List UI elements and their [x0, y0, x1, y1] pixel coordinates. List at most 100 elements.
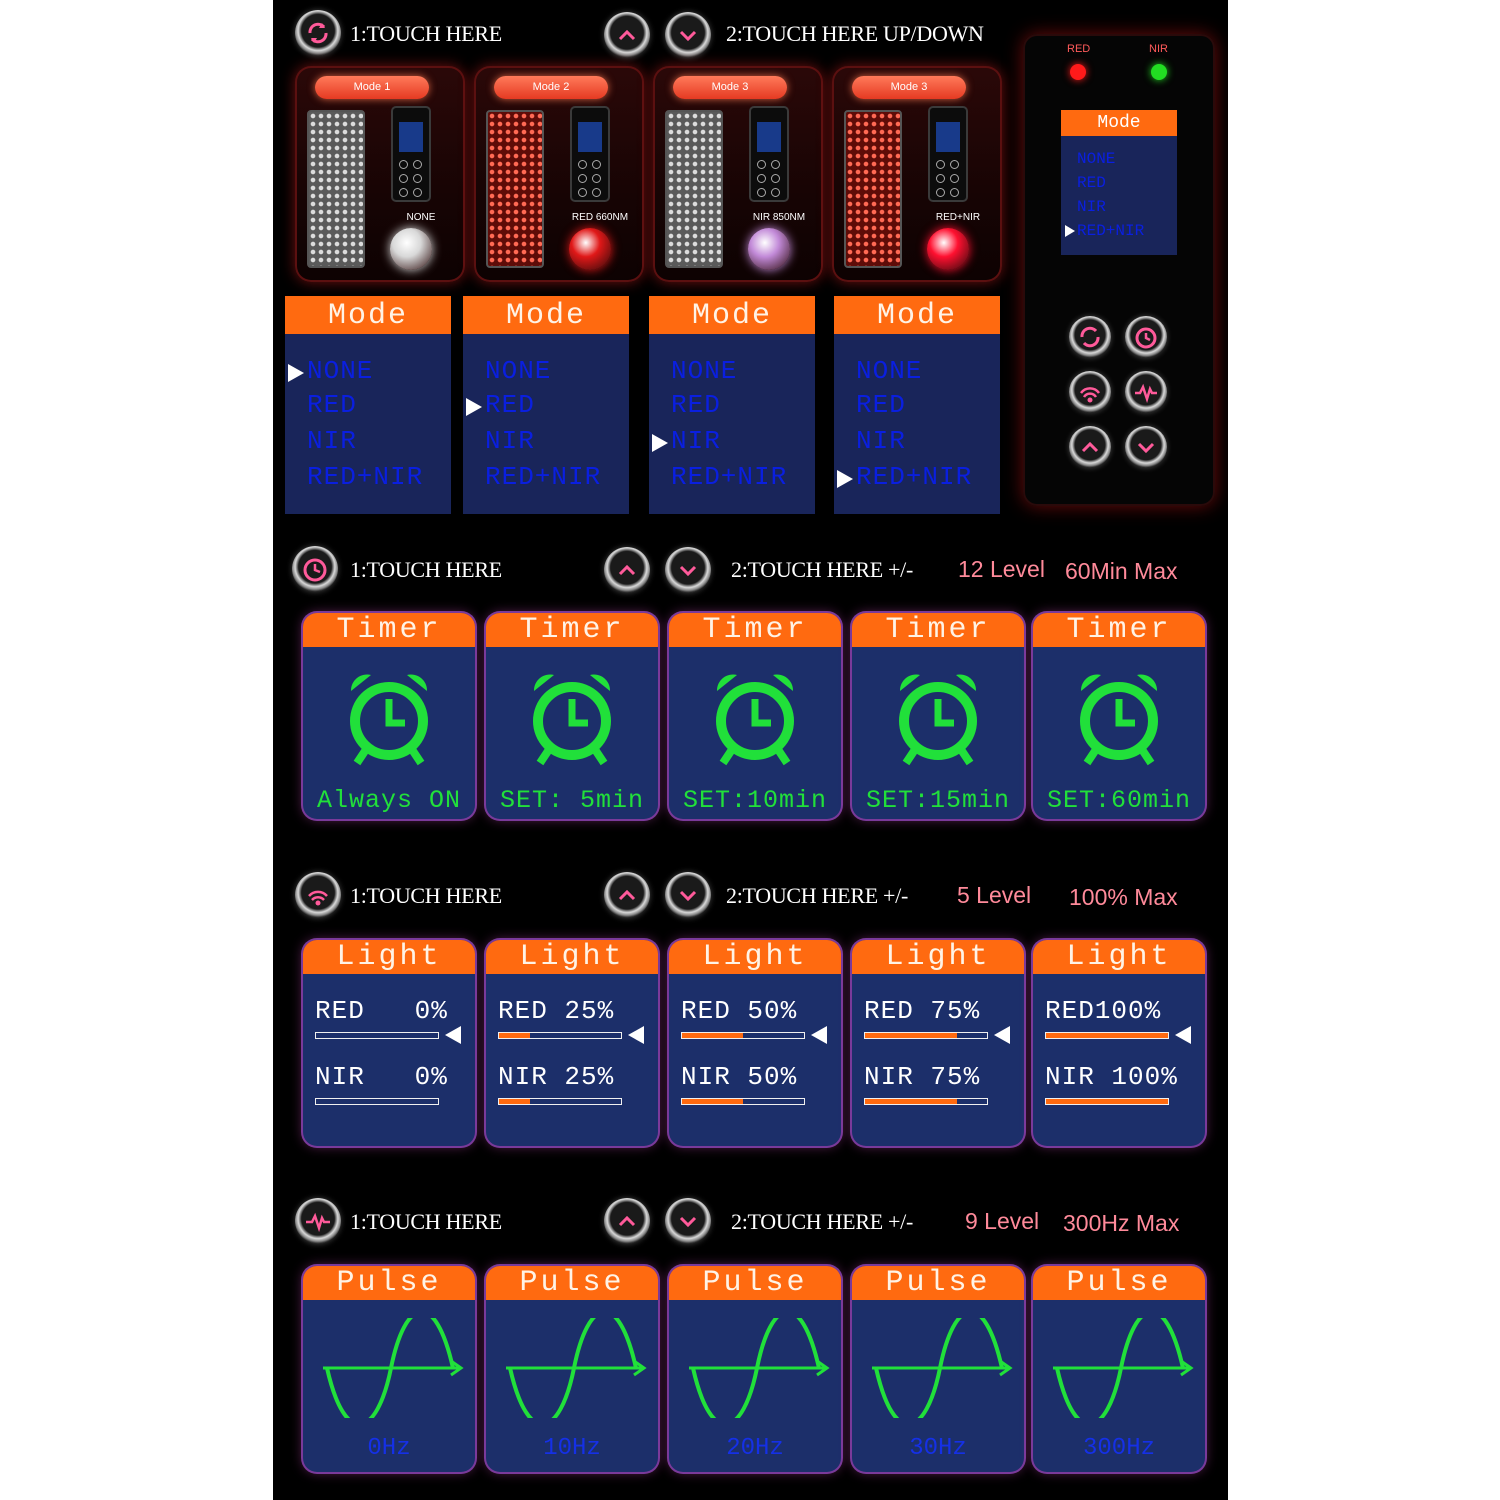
remote-light-button[interactable]	[1069, 371, 1111, 413]
red-indicator-label: RED	[1067, 43, 1091, 55]
sine-wave-icon	[1053, 1318, 1194, 1418]
mode-cycle-icon	[308, 22, 328, 44]
mode-wavelength-label: RED+NIR	[935, 212, 981, 223]
remote-pulse-button[interactable]	[1125, 371, 1167, 413]
selection-arrow-icon	[445, 1026, 461, 1044]
timer-step1-text: 1:TOUCH HERE	[350, 557, 502, 582]
timer-value: SET: 5min	[499, 786, 645, 815]
controller-image	[570, 106, 610, 202]
pulse-wave-icon	[306, 1212, 330, 1233]
remote-up-button[interactable]	[1069, 426, 1111, 468]
timer-button[interactable]	[292, 546, 338, 592]
chevron-down-icon	[679, 565, 697, 577]
timer-value: SET:60min	[1046, 786, 1192, 815]
controller-key	[936, 160, 945, 169]
red-level-fill	[1046, 1033, 1168, 1038]
selection-arrow-icon	[994, 1026, 1010, 1044]
mode-menu-item: RED	[856, 390, 906, 420]
pulse-up-button[interactable]	[604, 1198, 650, 1244]
screen-title: Timer	[669, 613, 841, 647]
alarm-clock-icon	[533, 674, 611, 766]
mode-screen-title: Mode	[285, 296, 451, 334]
screen-title: Pulse	[1033, 1266, 1205, 1300]
down-icon	[1137, 442, 1155, 454]
selection-arrow-icon	[811, 1026, 827, 1044]
controller-image	[749, 106, 789, 202]
light-up-button[interactable]	[604, 872, 650, 918]
mode-menu-item: RED+NIR	[856, 462, 973, 492]
up-icon	[1081, 441, 1099, 453]
pulse-max-text: 300Hz Max	[1063, 1210, 1180, 1236]
mode-wavelength-label: RED 660NM	[571, 212, 629, 223]
remote-timer-button[interactable]	[1125, 316, 1167, 358]
selection-arrow-icon	[1065, 225, 1075, 237]
nir-level-text: NIR 0%	[315, 1062, 448, 1092]
remote-mode-button[interactable]	[1069, 316, 1111, 358]
mode-pill: Mode 2	[494, 76, 608, 99]
red-level-text: RED 0%	[315, 996, 448, 1026]
pulse-frequency-value: 10Hz	[543, 1435, 601, 1462]
screen-title: Light	[669, 940, 841, 974]
controller-image	[928, 106, 968, 202]
mode-down-button[interactable]	[665, 12, 711, 58]
mode-button[interactable]	[295, 10, 341, 56]
clock-icon	[303, 558, 327, 582]
sine-wave-icon	[872, 1318, 1013, 1418]
mode-up-button[interactable]	[604, 12, 650, 58]
light-button[interactable]	[295, 872, 341, 918]
chevron-up-icon	[618, 29, 636, 41]
controller-key	[757, 174, 766, 183]
controller-key	[413, 174, 422, 183]
controller-key	[413, 188, 422, 197]
pulse-button[interactable]	[295, 1198, 341, 1244]
nir-level-text: NIR 100%	[1045, 1062, 1178, 1092]
timer-up-button[interactable]	[604, 547, 650, 593]
selection-arrow-icon	[1175, 1026, 1191, 1044]
nir-level-text: NIR 25%	[498, 1062, 615, 1092]
screen-title: Pulse	[852, 1266, 1024, 1300]
remote-menu-item: RED+NIR	[1077, 222, 1145, 240]
timer-down-button[interactable]	[665, 547, 711, 593]
pulse-icon	[1135, 383, 1157, 404]
controller-key	[771, 174, 780, 183]
pulse-frequency-value: 30Hz	[909, 1435, 967, 1462]
pulse-down-button[interactable]	[665, 1198, 711, 1244]
mode-menu-item: NONE	[671, 356, 738, 386]
light-levels-text: 5 Level	[957, 882, 1032, 908]
mode-step2-text: 2:TOUCH HERE UP/DOWN	[726, 21, 984, 46]
mode-menu-item: RED+NIR	[485, 462, 602, 492]
controller-key	[578, 160, 587, 169]
selection-arrow-icon	[288, 364, 304, 382]
chevron-up-icon	[618, 1215, 636, 1227]
mode-wavelength-label: NONE	[406, 212, 436, 223]
controller-key	[950, 188, 959, 197]
remote-menu-item: RED	[1077, 174, 1106, 192]
pulse-step1-text: 1:TOUCH HERE	[350, 1209, 502, 1234]
light-down-button[interactable]	[665, 872, 711, 918]
alarm-clock-icon	[899, 674, 977, 766]
alarm-clock-icon	[716, 674, 794, 766]
timer-step2-text: 2:TOUCH HERE +/-	[731, 557, 913, 582]
chevron-down-icon	[679, 30, 697, 42]
screen-title: Timer	[303, 613, 475, 647]
controller-screen	[757, 122, 781, 152]
nir-level-bar	[864, 1098, 988, 1105]
sine-wave-icon	[689, 1318, 830, 1418]
controller-key	[578, 174, 587, 183]
remote-down-button[interactable]	[1125, 426, 1167, 468]
red-level-bar	[498, 1032, 622, 1039]
selection-arrow-icon	[652, 434, 668, 452]
led-panel-image	[486, 110, 544, 268]
nir-level-text: NIR 50%	[681, 1062, 798, 1092]
screen-title: Timer	[1033, 613, 1205, 647]
chevron-down-icon	[679, 1216, 697, 1228]
mode-pill: Mode 3	[673, 76, 787, 99]
